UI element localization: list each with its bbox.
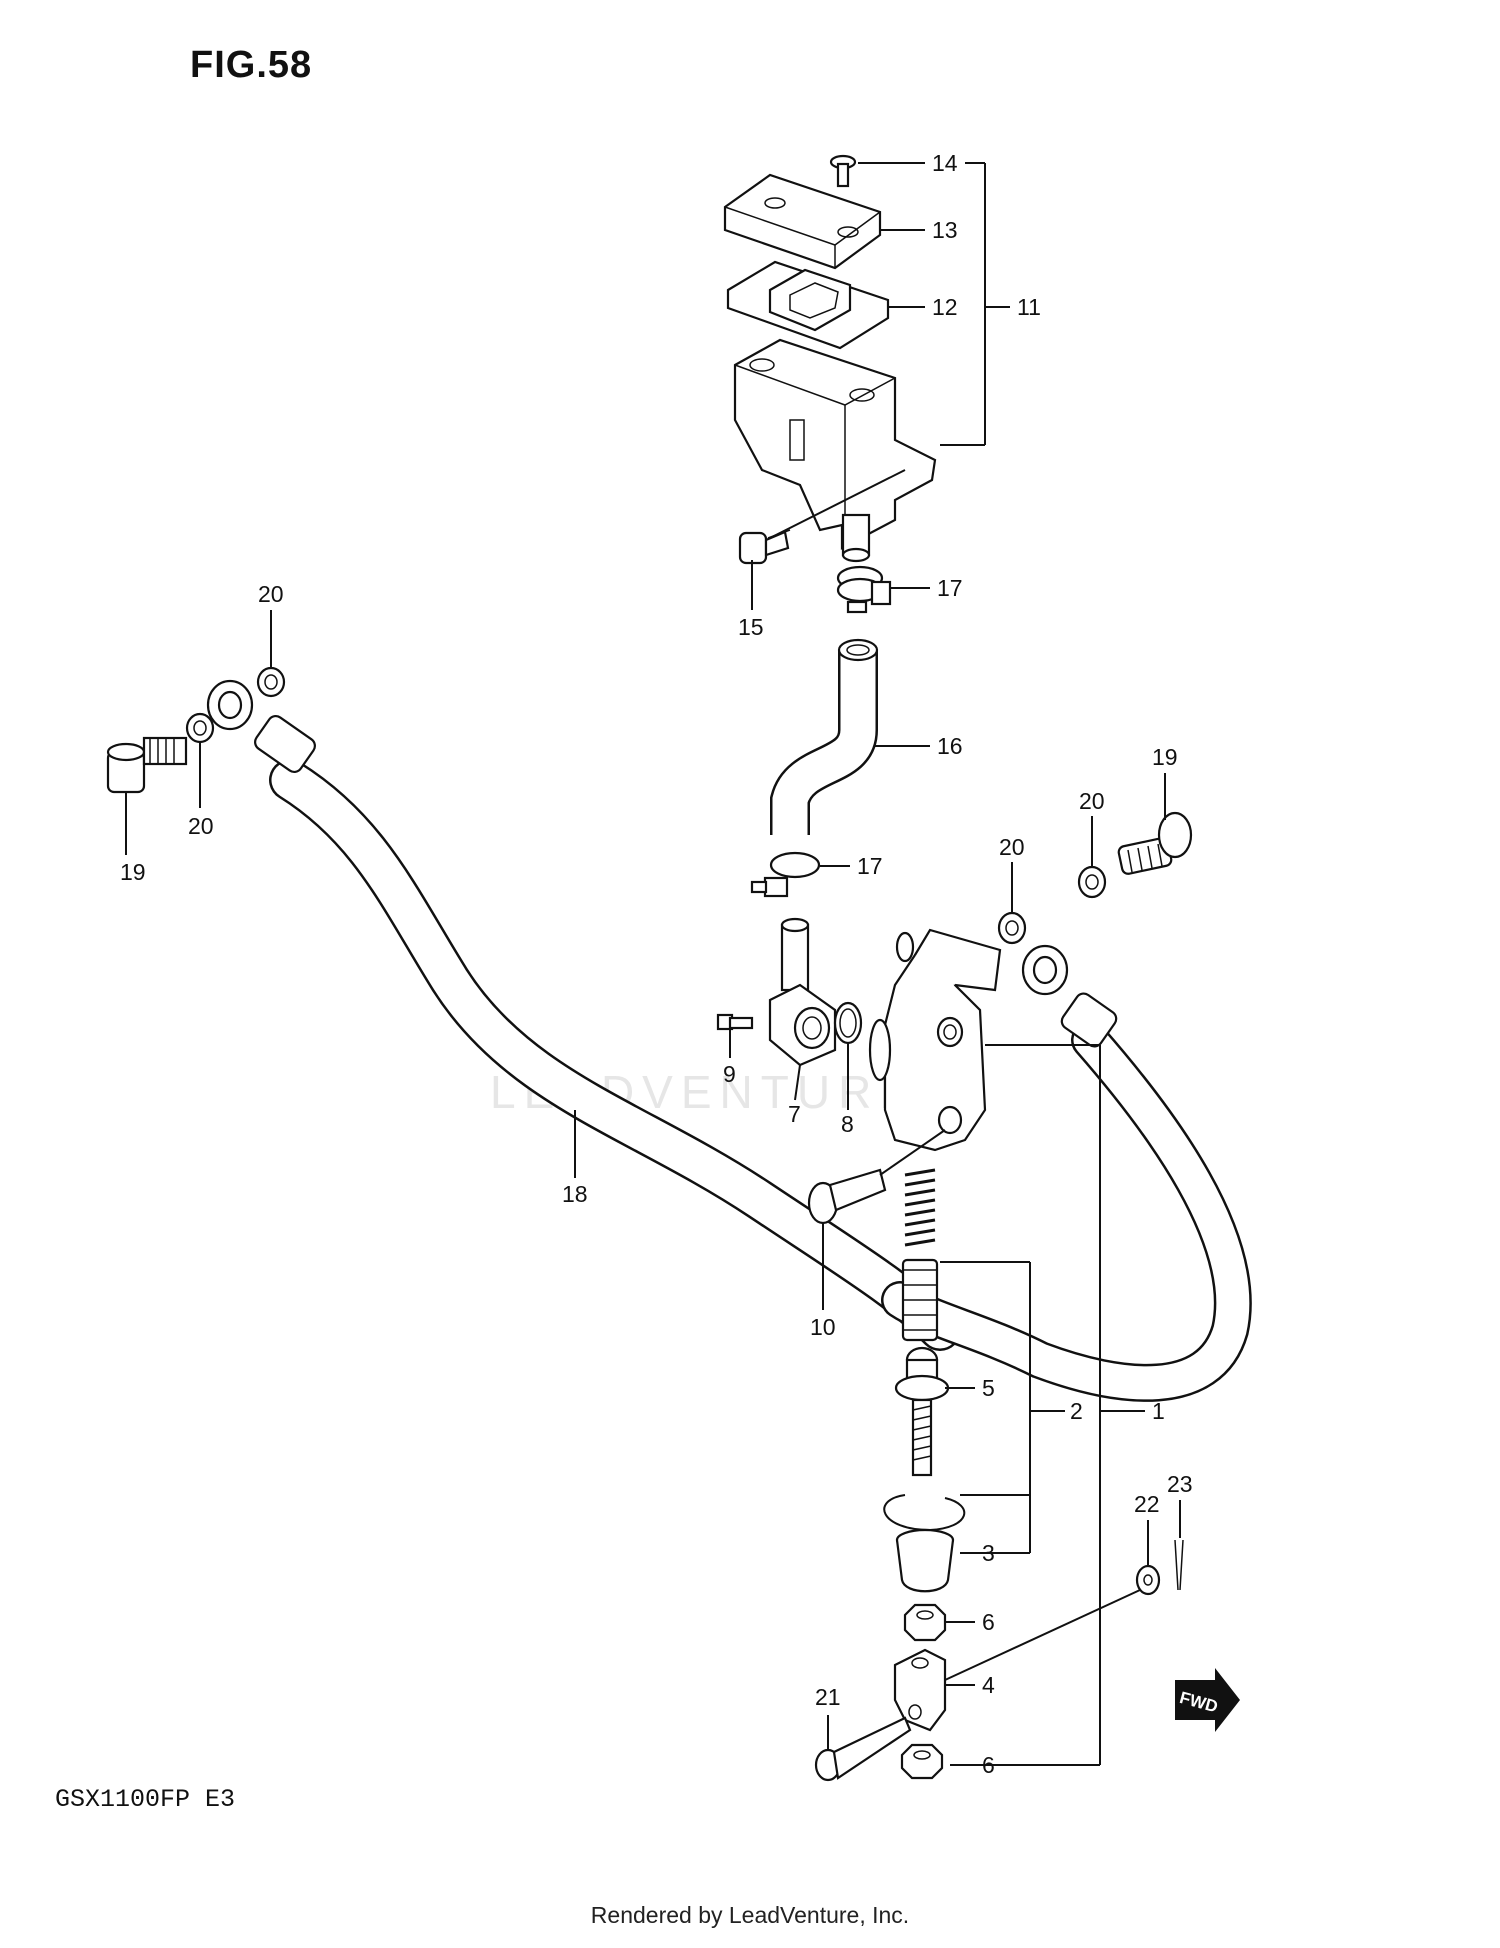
callout-17-upper: 17: [937, 575, 963, 601]
sealing-washer-20b: [256, 666, 286, 698]
callout-18: 18: [562, 1181, 588, 1207]
circlip: [883, 1494, 966, 1532]
clevis-pin-21: [814, 1716, 912, 1782]
callout-7: 7: [788, 1101, 801, 1127]
washer-22: [1135, 1564, 1161, 1596]
callout-10: 10: [810, 1314, 836, 1340]
callout-14: 14: [932, 150, 958, 176]
callout-3: 3: [982, 1540, 995, 1566]
callout-5: 5: [982, 1375, 995, 1401]
screw-9: [716, 1013, 754, 1031]
callout-20-right-upper: 20: [1079, 788, 1105, 814]
callout-20-left-lower: 20: [188, 813, 214, 839]
clevis-4: [893, 1648, 947, 1732]
screw-15: [738, 529, 791, 565]
callout-9: 9: [723, 1061, 736, 1087]
callout-11: 11: [1017, 294, 1041, 320]
callout-19-left: 19: [120, 859, 146, 885]
brake-hose-right: [881, 944, 1252, 1402]
callout-20-left-upper: 20: [258, 581, 284, 607]
callout-21: 21: [815, 1684, 841, 1710]
brake-hose-long: [206, 679, 961, 1351]
sealing-washer-20c: [1077, 865, 1107, 899]
callout-22: 22: [1134, 1491, 1160, 1517]
leader-lines: [125, 162, 1181, 1766]
callout-20-right-lower: 20: [999, 834, 1025, 860]
nut-6-upper: [903, 1603, 947, 1642]
banjo-bolt-19-right: [1117, 811, 1193, 875]
model-code: GSX1100FP E3: [55, 1785, 236, 1814]
callout-6-lower: 6: [982, 1752, 995, 1778]
reservoir-hose: [770, 638, 879, 835]
dust-boot-3: [895, 1528, 955, 1593]
fwd-arrow-badge: FWD: [1175, 1668, 1240, 1732]
sealing-washer-20d: [997, 911, 1027, 945]
mounting-bolt-10: [807, 1168, 887, 1225]
hose-union-7: [768, 917, 837, 1067]
callout-labels: 14 13 12 11 15 17 16 17 9 7 8 18 10 5 2 …: [120, 150, 1193, 1778]
callout-19-right: 19: [1152, 744, 1178, 770]
sealing-washer-20a: [185, 712, 215, 744]
callout-16: 16: [937, 733, 963, 759]
cotter-pin-23: [1174, 1539, 1184, 1591]
push-rod-5: [894, 1346, 950, 1477]
callout-17-lower: 17: [857, 853, 883, 879]
callout-1: 1: [1152, 1398, 1165, 1424]
hose-clamp-lower: [750, 851, 821, 898]
callout-13: 13: [932, 217, 958, 243]
callout-23: 23: [1167, 1471, 1193, 1497]
banjo-bolt-19-left: [106, 736, 188, 794]
hose-clamp-upper: [836, 565, 892, 614]
callout-12: 12: [932, 294, 958, 320]
footer-credit: Rendered by LeadVenture, Inc.: [590, 1902, 910, 1928]
master-cylinder-body: [868, 928, 1002, 1152]
callout-15: 15: [738, 614, 764, 640]
nut-6-lower: [900, 1743, 944, 1780]
callout-8: 8: [841, 1111, 854, 1137]
callout-6-upper: 6: [982, 1609, 995, 1635]
callout-2: 2: [1070, 1398, 1083, 1424]
reservoir-assembly: [723, 154, 937, 563]
figure-title: FIG.58: [190, 44, 313, 86]
piston-spring: [901, 1168, 939, 1342]
callout-4: 4: [982, 1672, 995, 1698]
